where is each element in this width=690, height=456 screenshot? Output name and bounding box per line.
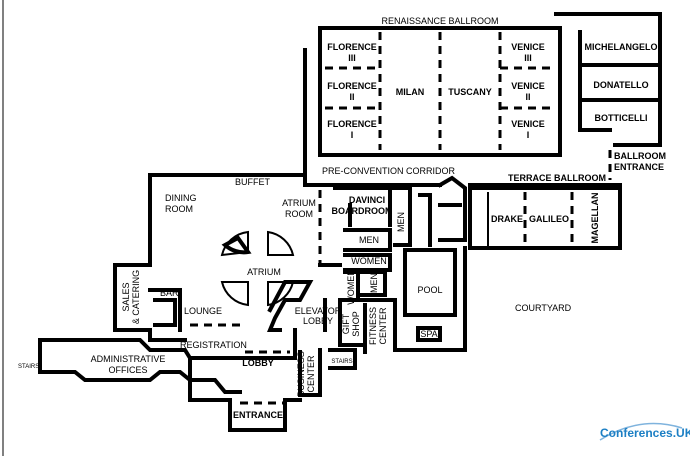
- label-galileo: GALILEO: [529, 214, 569, 224]
- label-women-vertical: WOMEN: [346, 269, 356, 305]
- logo-text: Conferences.UK: [600, 426, 690, 440]
- label-courtyard: COURTYARD: [515, 303, 572, 313]
- label-stairs-left: STAIRS: [18, 364, 39, 370]
- label-sales-a: SALES: [121, 282, 131, 311]
- label-florence-3a: FLORENCE: [327, 42, 377, 52]
- label-gift-b: SHOP: [351, 311, 361, 337]
- conferences-uk-logo[interactable]: Conferences.UK: [599, 422, 690, 441]
- label-atrium-room-a: ATRIUM: [282, 198, 316, 208]
- label-men-vertical: MEN: [396, 212, 406, 232]
- label-pre-convention-corridor: PRE-CONVENTION CORRIDOR: [322, 166, 456, 176]
- label-lounge: LOUNGE: [184, 306, 222, 316]
- label-renaissance-ballroom: RENAISSANCE BALLROOM: [381, 16, 498, 26]
- logo-swoosh-icon: [599, 422, 683, 441]
- label-florence-2b: II: [349, 92, 354, 102]
- label-fitness-a: FITNESS: [368, 307, 378, 345]
- label-ballroom-entrance-a: BALLROOM: [614, 151, 666, 161]
- label-terrace-ballroom: TERRACE BALLROOM: [508, 173, 606, 183]
- label-lobby: LOBBY: [242, 358, 274, 368]
- label-venice-3b: III: [524, 53, 532, 63]
- label-atrium: ATRIUM: [247, 267, 281, 277]
- label-davinci-b: BOARDROOM: [332, 206, 393, 216]
- label-botticelli: BOTTICELLI: [595, 113, 648, 123]
- label-women-1: WOMEN: [351, 256, 387, 266]
- label-pool: POOL: [417, 285, 442, 295]
- room-labels: RENAISSANCE BALLROOM FLORENCE III FLOREN…: [18, 16, 666, 420]
- label-atrium-room-b: ROOM: [285, 209, 313, 219]
- label-ballroom-entrance-b: ENTRANCE: [614, 162, 664, 172]
- label-spa: SPA: [420, 329, 437, 339]
- label-drake: DRAKE: [491, 214, 523, 224]
- renaissance-ballroom-walls: [303, 12, 662, 187]
- label-magellan: MAGELLAN: [590, 193, 600, 244]
- label-elevator-a: ELEVATOR: [295, 306, 342, 316]
- label-buffet: BUFFET: [235, 177, 271, 187]
- label-men-1: MEN: [359, 235, 379, 245]
- label-milan: MILAN: [396, 87, 425, 97]
- label-admin-a: ADMINISTRATIVE: [91, 354, 166, 364]
- label-men-small: MEN: [369, 273, 379, 293]
- label-venice-3a: VENICE: [511, 42, 545, 52]
- label-elevator-b: LOBBY: [303, 316, 333, 326]
- label-venice-1a: VENICE: [511, 119, 545, 129]
- label-venice-1b: I: [527, 130, 530, 140]
- label-florence-3b: III: [348, 53, 356, 63]
- label-davinci-a: DAVINCI: [349, 195, 385, 205]
- label-dining-a: DINING: [165, 193, 197, 203]
- label-donatello: DONATELLO: [593, 80, 648, 90]
- label-florence-1a: FLORENCE: [327, 119, 377, 129]
- terrace-ballroom-walls: [468, 183, 622, 250]
- label-venice-2b: II: [525, 92, 530, 102]
- label-registration: REGISTRATION: [180, 340, 247, 350]
- label-dining-b: ROOM: [165, 204, 193, 214]
- lower-walls: [38, 328, 322, 432]
- label-michelangelo: MICHELANGELO: [585, 42, 658, 52]
- label-admin-b: OFFICES: [108, 365, 147, 375]
- label-business-a: BUSINESS: [296, 351, 306, 397]
- label-venice-2a: VENICE: [511, 81, 545, 91]
- label-gift-a: GIFT: [341, 313, 351, 334]
- label-florence-1b: I: [351, 130, 354, 140]
- central-walls: [308, 175, 467, 370]
- label-bar: BAR: [160, 288, 179, 298]
- label-florence-2a: FLORENCE: [327, 81, 377, 91]
- lobby-atrium-walls: [113, 173, 342, 342]
- label-business-b: CENTER: [306, 355, 316, 393]
- label-fitness-b: CENTER: [378, 307, 388, 345]
- label-entrance: ENTRANCE: [233, 410, 283, 420]
- label-sales-b: & CATERING: [131, 270, 141, 324]
- label-tuscany: TUSCANY: [448, 87, 492, 97]
- label-stairs-right: STAIRS: [331, 359, 352, 365]
